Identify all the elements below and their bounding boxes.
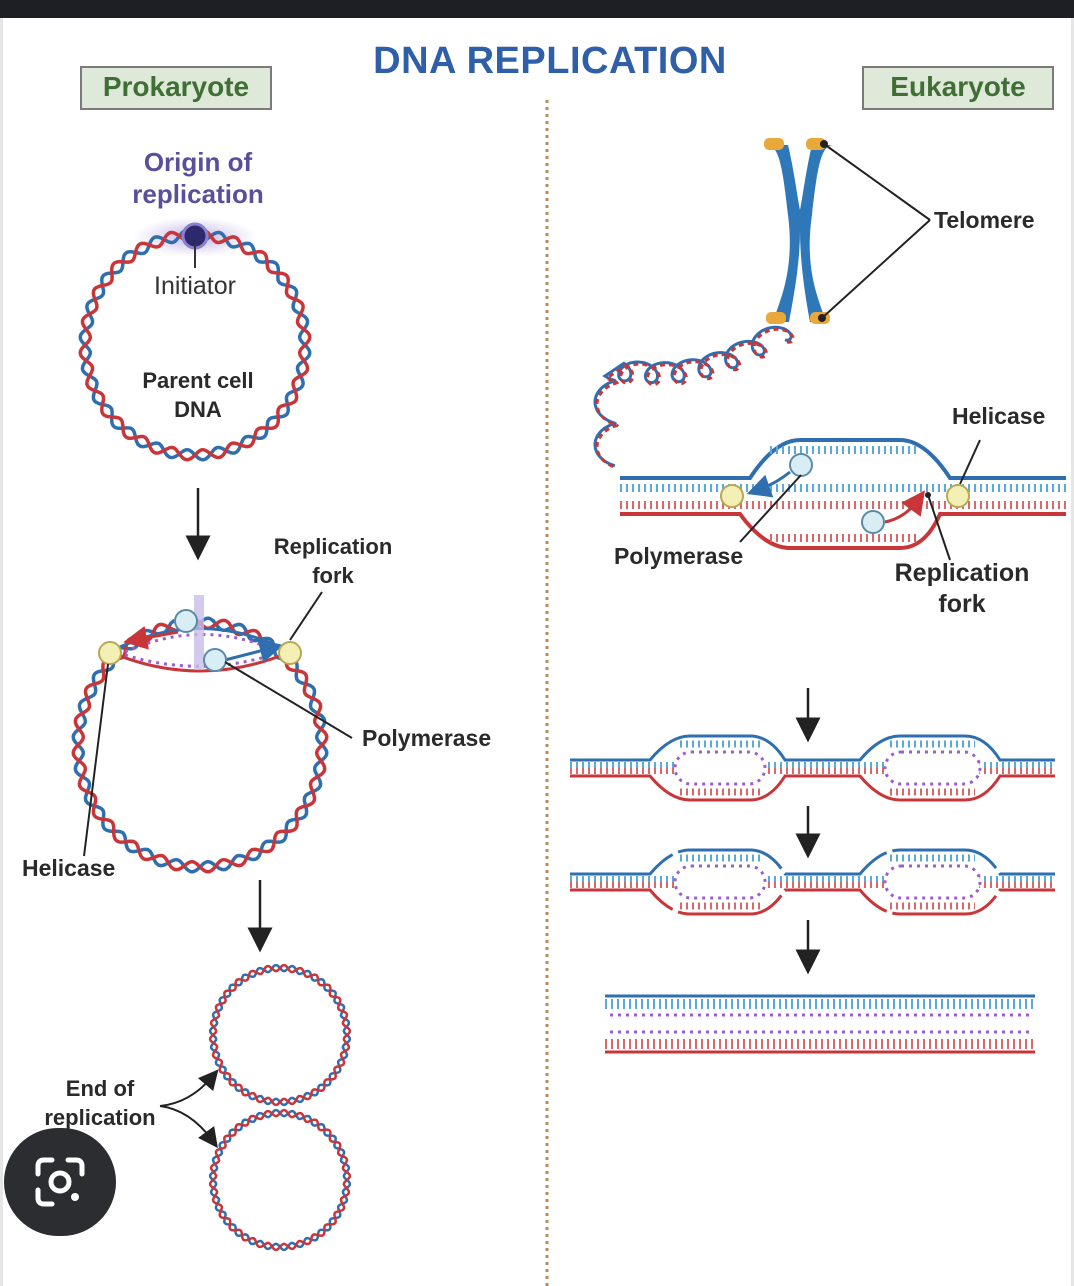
left-edge bbox=[0, 18, 3, 1286]
initiator-label: Initiator bbox=[154, 272, 236, 300]
helicase-label-left: Helicase bbox=[22, 855, 116, 881]
replication-bubble bbox=[109, 595, 291, 673]
leader-fork-right bbox=[927, 494, 951, 561]
euk-polymerase-top bbox=[789, 453, 813, 477]
polymerase-label-left: Polymerase bbox=[362, 725, 492, 751]
polymerase-bottom bbox=[203, 648, 227, 672]
arrow-end-bottom bbox=[159, 1105, 218, 1149]
google-lens-button[interactable] bbox=[4, 1128, 116, 1236]
euk-helicase-left bbox=[720, 484, 744, 508]
right-edge bbox=[1071, 18, 1074, 1286]
status-bar bbox=[0, 0, 1074, 18]
origin-label-line2: replication bbox=[132, 179, 264, 209]
telomere-leaders bbox=[818, 140, 931, 322]
leader-helicase-left bbox=[83, 663, 109, 857]
google-lens-icon bbox=[35, 1157, 85, 1207]
telomere-label: Telomere bbox=[934, 207, 1035, 233]
fork-left-line1: Replication bbox=[273, 534, 393, 559]
diagram-title: DNA REPLICATION bbox=[373, 40, 727, 82]
eukaryote-replication-bubble bbox=[620, 438, 1066, 550]
end-label-line2: replication bbox=[44, 1105, 156, 1130]
leader-polymerase-right bbox=[739, 474, 802, 543]
euk-polymerase-bottom bbox=[861, 510, 885, 534]
fork-right-line1: Replication bbox=[894, 559, 1030, 587]
daughter-circle-2 bbox=[208, 1108, 352, 1252]
helicase-label-right: Helicase bbox=[952, 403, 1046, 429]
origin-label: Origin of replication bbox=[100, 146, 296, 210]
prokaryote-label: Prokaryote bbox=[80, 66, 272, 110]
leader-polymerase-left bbox=[224, 661, 353, 739]
replicated-dna-final bbox=[605, 994, 1035, 1054]
helicase-left bbox=[98, 641, 122, 665]
leader-helicase-right bbox=[959, 439, 981, 485]
initiator-marker bbox=[181, 222, 209, 268]
uncoiled-dna-strand bbox=[593, 325, 795, 470]
leader-fork-left bbox=[289, 591, 323, 641]
parent-dna-circle bbox=[78, 228, 312, 462]
eukaryote-label: Eukaryote bbox=[862, 66, 1054, 110]
polymerase-top bbox=[174, 609, 198, 633]
chromosome bbox=[764, 138, 834, 324]
fork-right-line2: fork bbox=[938, 590, 986, 618]
replication-bubbles-stage-2 bbox=[570, 848, 1055, 916]
fork-left-line2: fork bbox=[312, 563, 354, 588]
replication-fork-label-right: Replication fork bbox=[884, 558, 1040, 620]
polymerase-label-right: Polymerase bbox=[614, 543, 744, 569]
origin-label-line1: Origin of bbox=[143, 147, 253, 177]
parent-dna-label: Parent cell DNA bbox=[110, 366, 286, 424]
parent-label-line1: Parent cell bbox=[142, 368, 254, 393]
replication-bubbles-stage-1 bbox=[570, 734, 1055, 802]
end-of-replication-label: End of replication bbox=[30, 1074, 170, 1132]
parent-label-line2: DNA bbox=[174, 397, 222, 422]
end-label-line1: End of bbox=[65, 1076, 135, 1101]
daughter-circle-1 bbox=[208, 963, 352, 1107]
euk-helicase-right bbox=[946, 484, 970, 508]
helicase-right bbox=[278, 641, 302, 665]
arrow-end-top bbox=[159, 1069, 219, 1107]
replication-fork-label-left: Replication fork bbox=[258, 532, 408, 590]
